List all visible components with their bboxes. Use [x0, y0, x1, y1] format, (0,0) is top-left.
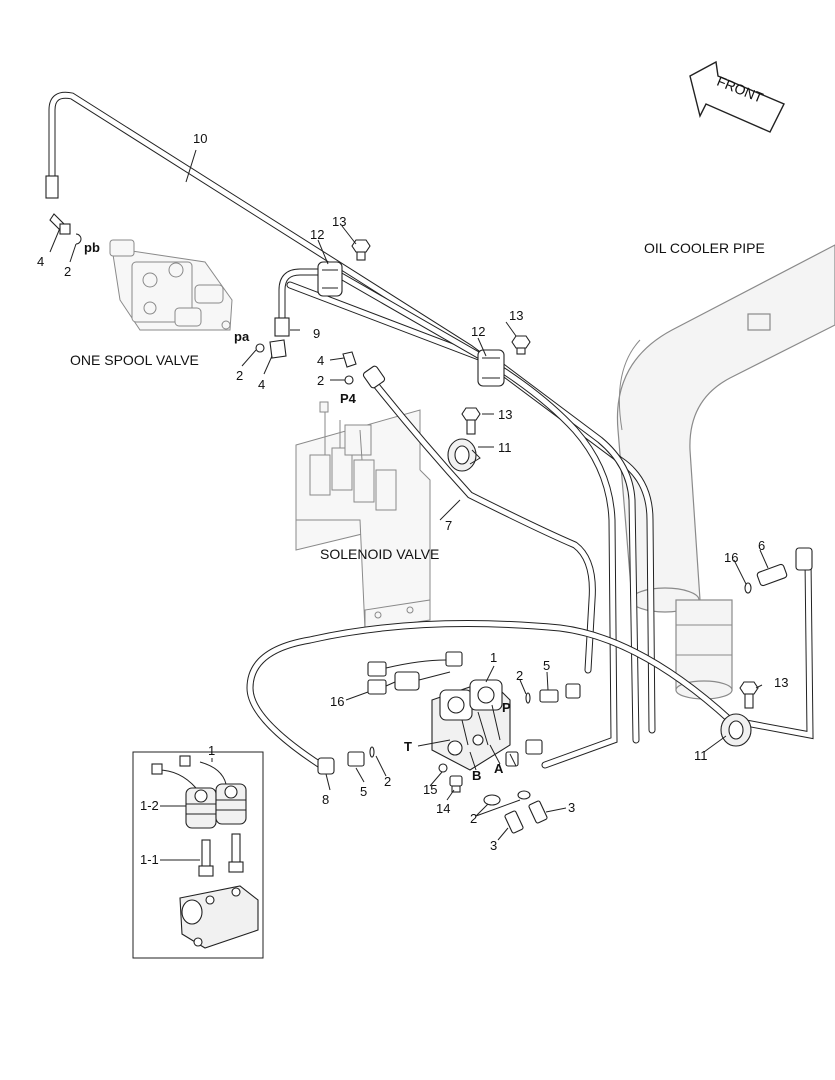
hose-9[interactable]	[278, 268, 618, 769]
callout-12-b: 12	[471, 324, 485, 339]
o-ring-2-a	[75, 233, 82, 245]
cartridge-1-1[interactable]	[198, 833, 244, 877]
port-pb: pb	[84, 240, 100, 255]
callout-1-1: 1-1	[140, 852, 159, 867]
port-pa: pa	[234, 329, 250, 344]
one-spool-valve[interactable]	[109, 239, 233, 331]
port-p: P	[502, 700, 511, 715]
callout-16-a: 16	[724, 550, 738, 565]
front-arrow: FRONT	[689, 60, 785, 133]
bolt-13-b[interactable]	[511, 335, 531, 355]
clamp-12-right[interactable]	[477, 349, 505, 387]
callout-2-f: 2	[470, 811, 477, 826]
callout-1-2: 1-2	[140, 798, 159, 813]
callout-5-b: 5	[360, 784, 367, 799]
valve-body-1[interactable]	[179, 885, 259, 949]
callout-14: 14	[436, 801, 450, 816]
elbow-fitting-8[interactable]	[317, 757, 335, 775]
elbow-fitting-4-b[interactable]	[255, 317, 290, 359]
port-a: A	[494, 761, 504, 776]
callout-13-c: 13	[498, 407, 512, 422]
adapter-5-right[interactable]	[539, 683, 581, 703]
callout-9: 9	[313, 326, 320, 341]
solenoid-valve-label: SOLENOID VALVE	[320, 546, 439, 562]
clamp-11-lower[interactable]	[720, 713, 752, 747]
callout-3-b: 3	[490, 838, 497, 853]
callout-12-a: 12	[310, 227, 324, 242]
bolt-13-c[interactable]	[461, 407, 481, 435]
oil-cooler-pipe	[616, 244, 835, 700]
detail-box-selector-valve	[132, 751, 264, 959]
callout-2-c: 2	[317, 373, 324, 388]
callout-3-a: 3	[568, 800, 575, 815]
callout-2-b: 2	[236, 368, 243, 383]
selector-valve-assembly[interactable]	[431, 679, 511, 771]
oil-cooler-pipe-label: OIL COOLER PIPE	[644, 240, 765, 256]
bolt-13-a[interactable]	[351, 239, 371, 261]
callout-13-d: 13	[774, 675, 788, 690]
clamp-12-left[interactable]	[317, 261, 343, 297]
callout-1-b: 1	[208, 743, 215, 758]
callout-10: 10	[193, 131, 207, 146]
solenoid-coils	[309, 401, 397, 511]
one-spool-valve-label: ONE SPOOL VALVE	[70, 352, 199, 368]
callout-8: 8	[322, 792, 329, 807]
callout-1-a: 1	[490, 650, 497, 665]
callout-11-a: 11	[498, 440, 512, 455]
callout-7: 7	[445, 518, 452, 533]
elbow-fitting-3-a[interactable]	[483, 751, 524, 834]
clamp-11-upper[interactable]	[447, 438, 481, 472]
plug-14[interactable]	[449, 775, 463, 793]
port-p4: P4	[340, 391, 357, 406]
callout-2-d: 2	[516, 668, 523, 683]
callout-13-a: 13	[332, 214, 346, 229]
callout-15: 15	[423, 782, 437, 797]
callout-4-a: 4	[37, 254, 44, 269]
elbow-fitting-3-b[interactable]	[517, 739, 548, 824]
elbow-fitting-4-a[interactable]	[45, 175, 71, 235]
callout-2-a: 2	[64, 264, 71, 279]
callout-16-b: 16	[330, 694, 344, 709]
callout-4-b: 4	[258, 377, 265, 392]
port-t: T	[404, 739, 412, 754]
callout-11-b: 11	[694, 748, 708, 763]
o-ring-15	[438, 763, 448, 773]
adapter-6[interactable]	[756, 547, 813, 587]
wire-harness-16[interactable]	[367, 651, 463, 695]
solenoid-coil-1-2[interactable]	[151, 755, 247, 829]
hose-pair[interactable]	[286, 281, 640, 744]
hose-7[interactable]	[368, 376, 596, 674]
callout-4-c: 4	[317, 353, 324, 368]
elbow-fitting-4-c[interactable]	[342, 351, 386, 389]
callout-2-e: 2	[384, 774, 391, 789]
callout-6: 6	[758, 538, 765, 553]
solenoid-valve	[295, 401, 431, 631]
leader-lines	[49, 149, 769, 861]
port-b: B	[472, 768, 481, 783]
o-ring-2-p	[525, 692, 531, 704]
adapter-5-left[interactable]	[347, 746, 375, 767]
bolt-13-d[interactable]	[739, 681, 759, 709]
hose-8[interactable]	[246, 556, 814, 772]
callout-5-a: 5	[543, 658, 550, 673]
o-ring-16	[744, 582, 752, 594]
callout-13-b: 13	[509, 308, 523, 323]
